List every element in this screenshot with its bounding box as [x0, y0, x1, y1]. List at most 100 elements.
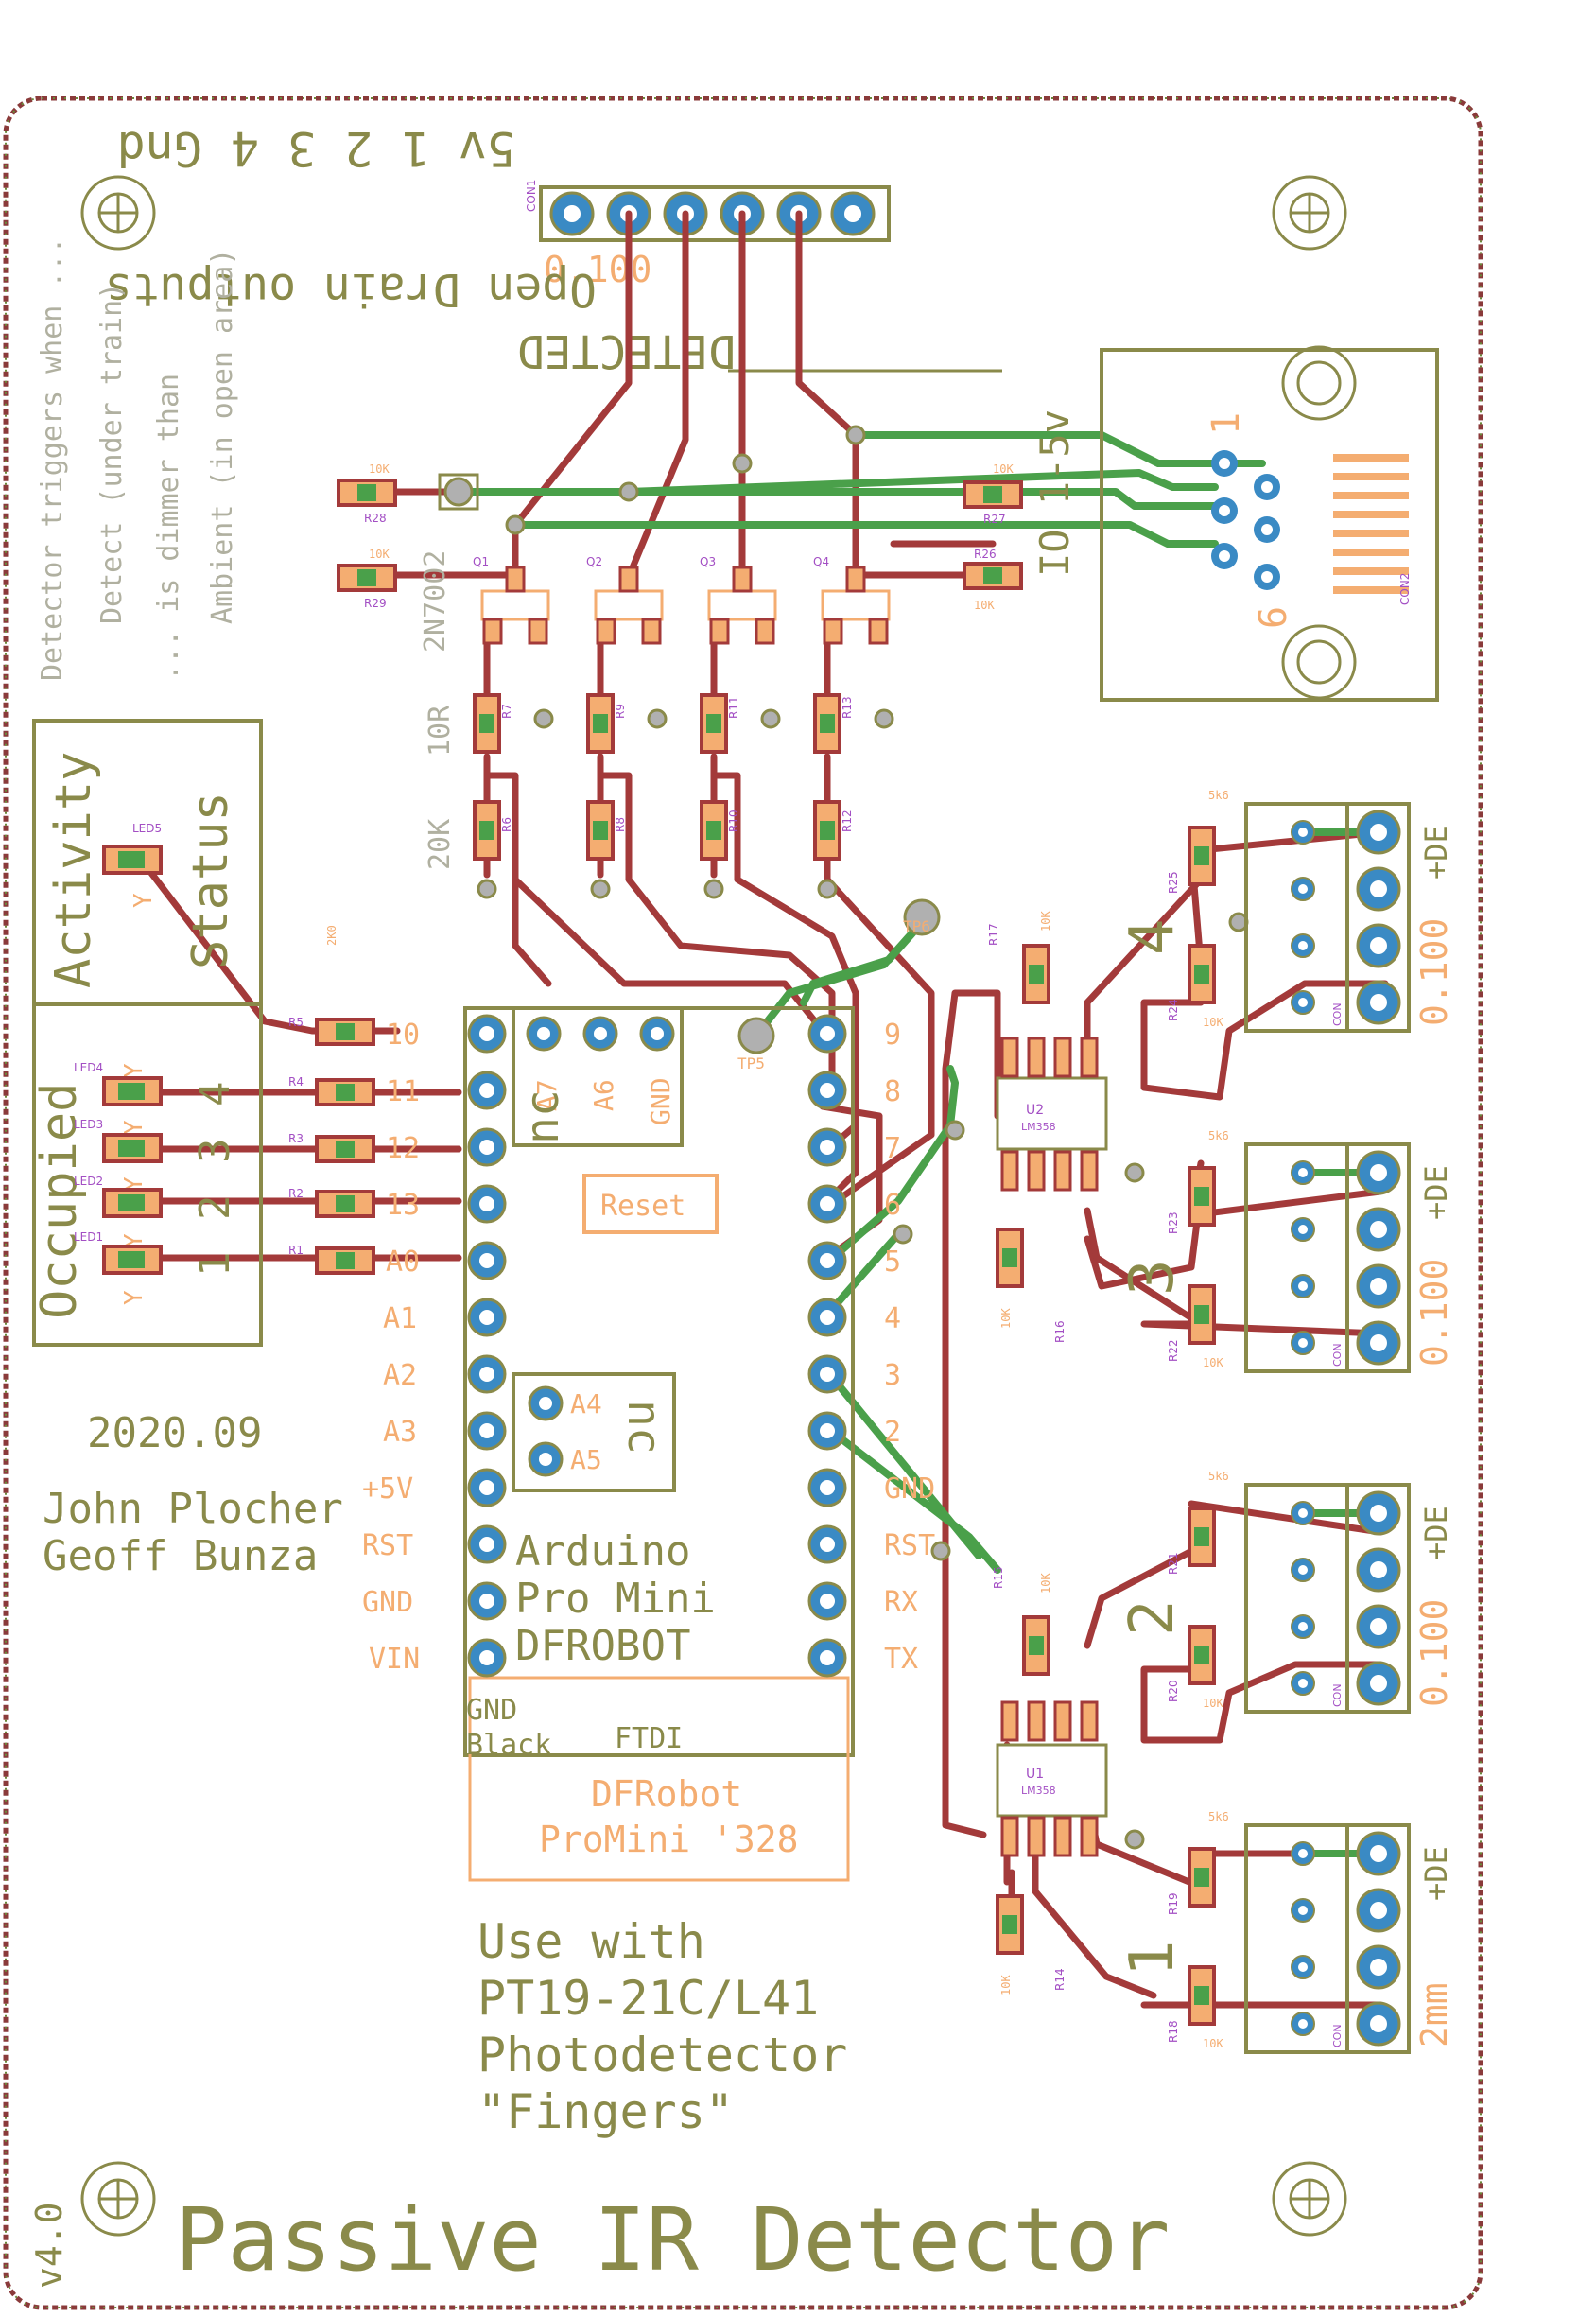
detector-label-7: 2mm [1414, 1982, 1455, 2047]
pin-hole [479, 1026, 494, 1041]
svg-text:10K: 10K [1039, 911, 1052, 932]
module-name-1: DFRobot [591, 1773, 742, 1815]
label-10r: 10R [424, 705, 457, 757]
red-traces [138, 210, 1389, 2009]
svg-text:R4: R4 [288, 1075, 304, 1089]
svg-text:4: 4 [884, 1302, 901, 1335]
resistors-20k-row [473, 800, 841, 861]
svg-text:8: 8 [884, 1075, 901, 1108]
note-line3: ... is dimmer than [152, 374, 185, 681]
io-pin-1: 1 [1205, 412, 1248, 435]
svg-text:R15: R15 [992, 1566, 1005, 1589]
svg-text:R1: R1 [288, 1244, 304, 1257]
detector-label-26: CON [1331, 1683, 1344, 1707]
resistor-r27: 10K R27 [963, 462, 1023, 526]
svg-text:R9: R9 [614, 704, 627, 719]
resistors-10r-row [473, 693, 841, 754]
status-label: Status [182, 792, 239, 969]
svg-text:9: 9 [884, 1019, 901, 1052]
pin-hole [479, 1253, 494, 1268]
pin-hole [479, 1083, 494, 1098]
svg-text:Q2: Q2 [586, 555, 602, 568]
detector-label-5: 0.100 [1414, 1599, 1455, 1707]
pin-hole [479, 1140, 494, 1155]
pin-hole [820, 1650, 835, 1665]
svg-text:RST: RST [884, 1529, 935, 1562]
status-box: Activity Status Occupied LED5 LED4 LED3 … [31, 719, 263, 1347]
svg-text:10K: 10K [999, 1308, 1013, 1329]
detector-label-18: 5k6 [1208, 1129, 1229, 1142]
detector-label-6: +DE [1418, 1846, 1454, 1901]
svg-text:+5V: +5V [362, 1472, 413, 1506]
detector-label-4: +DE [1418, 1506, 1454, 1560]
channel-1-label: 1 [1118, 1940, 1188, 1977]
resistor-r28: 10K R28 [337, 462, 397, 525]
pin-hole [820, 1423, 835, 1438]
detector-label-8: R25 [1167, 871, 1180, 894]
svg-text:RX: RX [884, 1586, 918, 1619]
svg-text:U1: U1 [1026, 1767, 1044, 1782]
usage-line4: "Fingers" [477, 2084, 734, 2139]
svg-text:Q1: Q1 [473, 555, 489, 568]
opamp-u1: U1 LM358 [996, 1700, 1108, 1857]
note-line2: Detect (under train) [95, 283, 129, 624]
svg-text:1: 1 [191, 1252, 239, 1278]
svg-text:A2: A2 [383, 1359, 417, 1392]
svg-text:R27: R27 [983, 513, 1006, 526]
detector-label-3: 0.100 [1414, 1259, 1455, 1367]
pin-hole [820, 1026, 835, 1041]
svg-text:A1: A1 [383, 1302, 417, 1335]
svg-text:R8: R8 [614, 817, 627, 832]
detector-label-11: R22 [1167, 1339, 1180, 1362]
pin-hole [820, 1480, 835, 1495]
svg-text:Q4: Q4 [813, 555, 829, 568]
svg-text:R14: R14 [1053, 1968, 1067, 1991]
via-square [438, 473, 479, 511]
detector-connector-1 [1188, 1823, 1411, 2054]
arduino-left-pin-labels: 10 11 12 13 A0 A1 A2 A3 +5V RST GND VIN [362, 1019, 420, 1676]
svg-text:R2: R2 [288, 1187, 304, 1200]
pin-hole [479, 1367, 494, 1382]
version-label: v4.0 [28, 2202, 70, 2289]
pin-hole [479, 1196, 494, 1211]
svg-text:LED4: LED4 [74, 1061, 103, 1074]
detector-label-19: 10K [1203, 1356, 1223, 1369]
svg-text:nc: nc [516, 1089, 569, 1144]
note-line1: Detector triggers when ... [36, 236, 69, 681]
io-label: IO 1-5v [1032, 409, 1078, 577]
svg-text:4: 4 [191, 1082, 239, 1107]
open-drain-label: Open Drain outputs [105, 263, 597, 316]
pin-hole [820, 1196, 835, 1211]
io-pin-6: 6 [1252, 606, 1295, 629]
board-outline [3, 96, 1483, 2310]
mounting-hole-bottom-left [80, 2161, 156, 2237]
svg-text:3: 3 [884, 1359, 901, 1392]
detector-label-21: 10K [1203, 1697, 1223, 1710]
note-line4: Ambient (in open area) [206, 249, 239, 624]
svg-text:R28: R28 [364, 512, 387, 525]
detector-label-24: CON [1331, 1002, 1344, 1026]
module-name-2: ProMini '328 [539, 1819, 799, 1860]
detector-label-2: +DE [1418, 1165, 1454, 1220]
detector-label-25: CON [1331, 1343, 1344, 1367]
transistor-q4: Q4 [813, 555, 891, 645]
detector-connector-2 [1188, 1483, 1411, 1714]
arduino-name-1: Arduino [515, 1527, 690, 1576]
mounting-hole-top-left [80, 175, 156, 251]
svg-text:2: 2 [884, 1416, 901, 1449]
vias [443, 425, 1249, 1850]
svg-text:13: 13 [386, 1189, 420, 1222]
detector-label-9: R24 [1167, 999, 1180, 1021]
svg-text:10: 10 [386, 1019, 420, 1052]
svg-text:R5: R5 [288, 1016, 304, 1029]
svg-text:R16: R16 [1053, 1320, 1067, 1343]
mounting-hole-top-right [1272, 175, 1347, 251]
transistor-q2: Q2 [586, 555, 664, 645]
arduino-name-3: DFROBOT [515, 1622, 690, 1670]
svg-text:10K: 10K [993, 462, 1014, 476]
detector-label-1: 0.100 [1414, 918, 1455, 1026]
author-1: John Plocher [43, 1485, 343, 1533]
svg-text:Q3: Q3 [700, 555, 716, 568]
svg-text:R7: R7 [500, 704, 513, 719]
detector-label-15: R18 [1167, 2020, 1180, 2043]
